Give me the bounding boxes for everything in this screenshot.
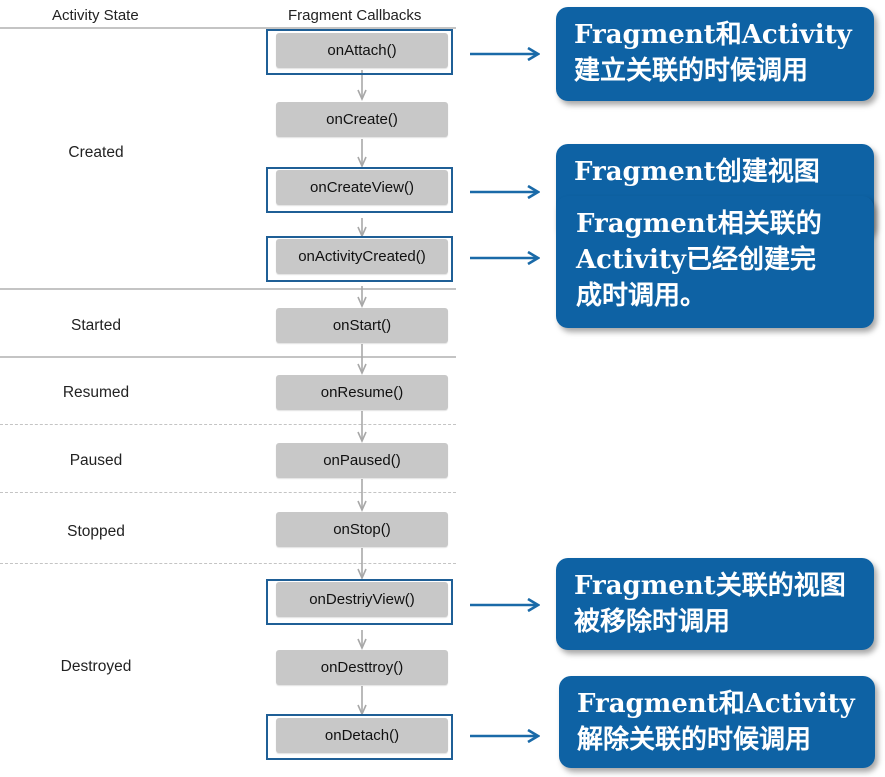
highlight-on-destroy-view <box>266 579 453 625</box>
note-activity-created-line-2: Activity已经创建完 <box>576 245 816 275</box>
callback-on-resume: onResume() <box>276 375 448 410</box>
state-created: Created <box>68 144 124 161</box>
callback-on-activity-created: onActivityCreated() <box>276 239 448 274</box>
separator-started-resumed <box>0 356 456 358</box>
separator-stopped-destroyed <box>0 563 456 564</box>
note-activity-created: Fragment相关联的 Activity已经创建完 成时调用。 <box>556 196 874 328</box>
callback-on-create-view: onCreateView() <box>276 170 448 205</box>
state-started: Started <box>71 317 121 334</box>
note-destroy-view-line-2: 被移除时调用 <box>574 607 731 637</box>
callback-on-destroy-view: onDestriyView() <box>276 582 448 617</box>
note-destroy-view-line-1: Fragment关联的视图 <box>574 571 846 601</box>
separator-resumed-paused <box>0 424 456 425</box>
callback-on-paused: onPaused() <box>276 443 448 478</box>
note-detach-line-1: Fragment和Activity <box>577 689 855 719</box>
separator-top <box>0 27 456 29</box>
note-attach: Fragment和Activity 建立关联的时候调用 <box>556 7 874 101</box>
callback-on-detach: onDetach() <box>276 718 448 753</box>
note-attach-line-1: Fragment和Activity <box>574 20 852 50</box>
note-detach: Fragment和Activity 解除关联的时候调用 <box>559 676 875 768</box>
note-detach-line-2: 解除关联的时候调用 <box>577 725 812 755</box>
callback-on-attach: onAttach() <box>276 33 448 68</box>
fragment-callbacks-header: Fragment Callbacks <box>288 7 422 24</box>
highlight-on-detach <box>266 714 453 760</box>
state-stopped: Stopped <box>67 523 125 540</box>
note-activity-created-line-3: 成时调用。 <box>576 281 707 311</box>
callback-on-destroy: onDesttroy() <box>276 650 448 685</box>
state-destroyed: Destroyed <box>60 658 132 675</box>
activity-state-header: Activity State <box>52 7 139 24</box>
state-paused: Paused <box>69 452 123 469</box>
note-create-view-line-1: Fragment创建视图 <box>574 157 820 187</box>
note-activity-created-line-1: Fragment相关联的 <box>576 209 822 239</box>
highlight-on-attach <box>266 29 453 75</box>
note-destroy-view: Fragment关联的视图 被移除时调用 <box>556 558 874 650</box>
separator-paused-stopped <box>0 492 456 493</box>
callback-on-start: onStart() <box>276 308 448 343</box>
callback-on-stop: onStop() <box>276 512 448 547</box>
note-attach-line-2: 建立关联的时候调用 <box>574 56 809 86</box>
highlight-on-activity-created <box>266 236 453 282</box>
state-resumed: Resumed <box>62 384 130 401</box>
callback-on-create: onCreate() <box>276 102 448 137</box>
separator-created-started <box>0 288 456 290</box>
highlight-on-create-view <box>266 167 453 213</box>
